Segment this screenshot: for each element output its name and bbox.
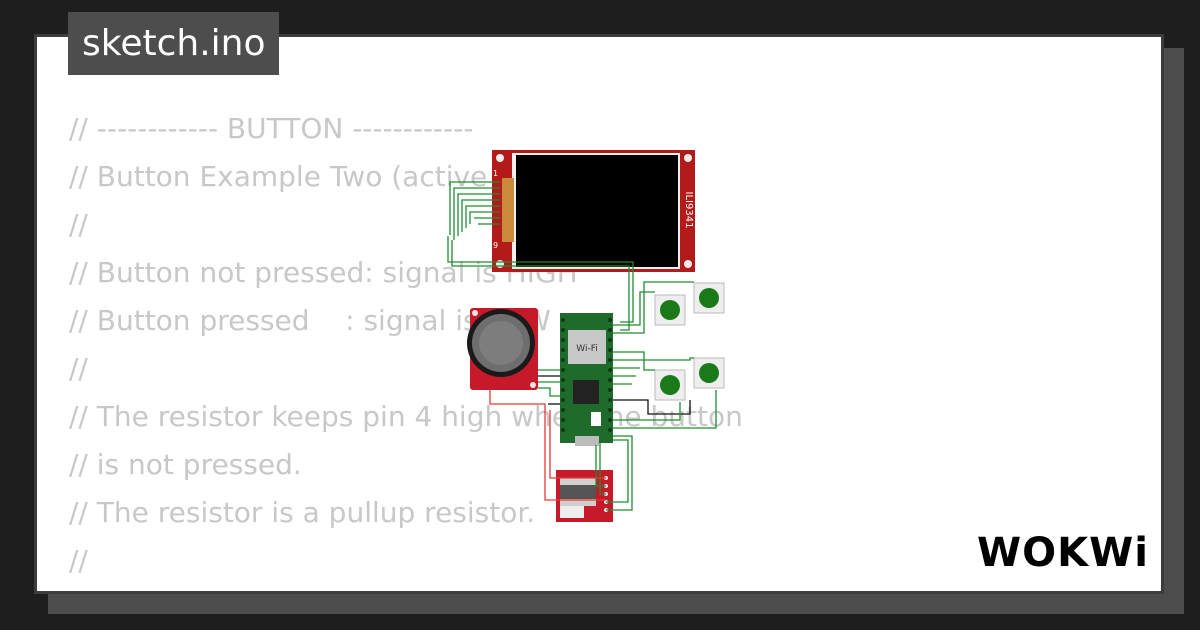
code-line: // is not pressed. (69, 448, 302, 481)
code-line: // (69, 352, 88, 385)
sd-card-module[interactable] (556, 470, 613, 522)
code-line: // ------------ BUTTON ------------ (69, 112, 474, 145)
push-button[interactable] (654, 369, 686, 401)
display-pin-last: 9 (493, 241, 498, 250)
code-preview: // ------------ BUTTON ------------ // Bu… (69, 105, 1112, 591)
push-button[interactable] (693, 282, 725, 314)
code-line: // The resistor is a pullup resistor. (69, 496, 536, 529)
ili9341-display[interactable]: ILI9341 1 9 (492, 150, 695, 272)
wokwi-logo: WOKWi (975, 528, 1155, 588)
code-line: // Button not pressed: signal is HIGH (69, 256, 578, 289)
joystick-module[interactable] (467, 308, 538, 390)
code-line: // (69, 208, 88, 241)
display-wires (447, 181, 634, 331)
wokwi-logo-mark: WOKWi (977, 530, 1149, 576)
code-line: // (69, 544, 88, 577)
push-button[interactable] (654, 294, 686, 326)
code-line: // Button Example Two (active low) (69, 160, 555, 193)
display-pin-first: 1 (493, 169, 498, 178)
pico-board[interactable]: Wi-Fi (560, 313, 613, 446)
circuit-diagram: ILI9341 1 9 Wi-Fi (447, 150, 725, 522)
display-label: ILI9341 (683, 192, 694, 229)
push-button[interactable] (693, 357, 725, 389)
file-tab[interactable]: sketch.ino (68, 12, 280, 75)
code-line: // Button Example One: https://wokwi.com… (69, 585, 1112, 591)
circuit-wires (489, 281, 717, 511)
wokwi-logo-text: WOKWi (977, 530, 1149, 576)
wifi-label: Wi-Fi (576, 344, 597, 354)
